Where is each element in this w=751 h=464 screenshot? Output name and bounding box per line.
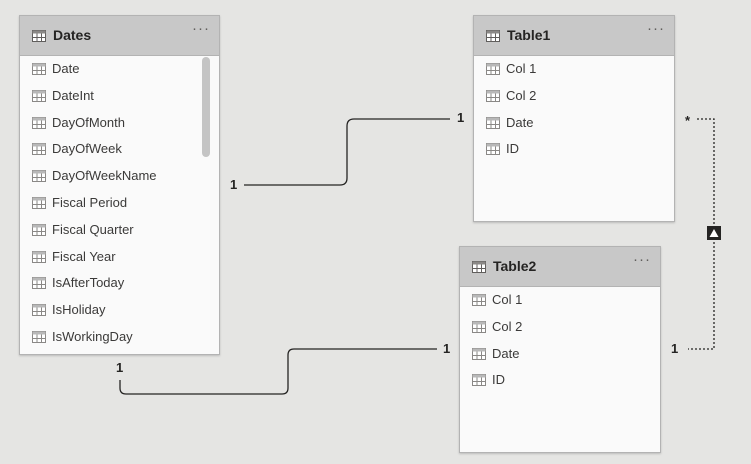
field-row[interactable]: IsWorkingDay bbox=[20, 324, 219, 351]
field-label: DayOfWeekName bbox=[52, 168, 157, 184]
column-icon bbox=[486, 116, 500, 134]
field-label: DayOfMonth bbox=[52, 114, 125, 130]
field-label: Date bbox=[52, 61, 80, 76]
field-row[interactable]: DayOfWeekName bbox=[20, 163, 219, 190]
field-row[interactable]: Col 1 bbox=[474, 56, 674, 83]
column-icon bbox=[32, 89, 46, 107]
field-row[interactable]: DayOfMonth bbox=[20, 110, 219, 137]
field-label: IsAfterToday bbox=[52, 275, 125, 291]
cardinality-label-table1-to-table2: * bbox=[685, 113, 691, 128]
column-icon bbox=[32, 276, 46, 294]
column-icon bbox=[32, 303, 46, 321]
table-title: Table1 bbox=[507, 27, 551, 43]
field-row[interactable]: ID bbox=[460, 367, 660, 394]
field-label: Fiscal Period bbox=[52, 195, 128, 210]
field-label: ID bbox=[492, 372, 505, 388]
field-row[interactable]: Col 2 bbox=[474, 83, 674, 110]
field-row[interactable]: DateInt bbox=[20, 83, 219, 110]
field-row[interactable]: ID bbox=[474, 136, 674, 163]
field-row[interactable]: Fiscal Period bbox=[20, 190, 219, 217]
table-header-table1[interactable]: Table1 ··· bbox=[474, 16, 674, 56]
column-icon bbox=[32, 196, 46, 214]
table-header-table2[interactable]: Table2 ··· bbox=[460, 247, 660, 287]
field-label: Col 2 bbox=[506, 87, 537, 103]
cardinality-label-table2-from-table1: 1 bbox=[671, 341, 679, 356]
cross-filter-arrow-icon[interactable] bbox=[707, 226, 721, 240]
table-header-dates[interactable]: Dates ··· bbox=[20, 16, 219, 56]
scrollbar[interactable] bbox=[202, 57, 210, 157]
column-icon bbox=[32, 142, 46, 160]
column-icon bbox=[32, 169, 46, 187]
field-label: Date bbox=[492, 345, 520, 361]
table-icon bbox=[32, 29, 46, 47]
column-icon bbox=[486, 89, 500, 107]
cardinality-label-dates-to-table2: 1 bbox=[116, 360, 124, 375]
field-label: ID bbox=[506, 141, 519, 157]
column-icon bbox=[486, 142, 500, 160]
column-icon bbox=[472, 373, 486, 391]
cardinality-label-table2-from-dates: 1 bbox=[443, 341, 451, 356]
more-options-icon[interactable]: ··· bbox=[192, 20, 210, 37]
table-icon bbox=[486, 29, 500, 47]
field-label: Fiscal Quarter bbox=[52, 221, 134, 237]
column-icon bbox=[32, 330, 46, 348]
more-options-icon[interactable]: ··· bbox=[647, 20, 665, 37]
field-row[interactable]: Fiscal Year bbox=[20, 244, 219, 271]
field-label: Col 1 bbox=[506, 61, 537, 76]
field-row[interactable]: IsAfterToday bbox=[20, 270, 219, 297]
field-row[interactable]: Col 1 bbox=[460, 287, 660, 314]
cardinality-label-table1-from-dates: 1 bbox=[457, 110, 465, 125]
field-row[interactable]: IsHoliday bbox=[20, 297, 219, 324]
field-label: IsWorkingDay bbox=[52, 329, 133, 344]
relationship-line-dates-table1[interactable] bbox=[244, 118, 450, 186]
cardinality-label-dates-to-table1: 1 bbox=[230, 177, 238, 192]
field-row[interactable]: Date bbox=[460, 341, 660, 368]
field-row[interactable]: Date bbox=[20, 56, 219, 83]
field-row[interactable]: DayOfWeek bbox=[20, 136, 219, 163]
column-icon bbox=[472, 347, 486, 365]
column-icon bbox=[486, 62, 500, 80]
more-options-icon[interactable]: ··· bbox=[633, 251, 651, 268]
field-label: Col 2 bbox=[492, 318, 523, 334]
table-title: Dates bbox=[53, 27, 92, 43]
field-label: IsHoliday bbox=[52, 302, 106, 318]
column-icon bbox=[472, 293, 486, 311]
field-label: Col 1 bbox=[492, 292, 523, 307]
field-label: Date bbox=[506, 114, 534, 130]
column-icon bbox=[32, 116, 46, 134]
field-row[interactable]: Col 2 bbox=[460, 314, 660, 341]
table-title: Table2 bbox=[493, 258, 537, 274]
field-row[interactable]: Fiscal Quarter bbox=[20, 217, 219, 244]
table-icon bbox=[472, 260, 486, 278]
column-icon bbox=[32, 223, 46, 241]
field-label: DateInt bbox=[52, 87, 94, 103]
field-label: DayOfWeek bbox=[52, 141, 122, 157]
column-icon bbox=[32, 250, 46, 268]
field-label: Fiscal Year bbox=[52, 248, 116, 264]
relationship-line-dates-table2[interactable] bbox=[119, 348, 437, 395]
column-icon bbox=[472, 320, 486, 338]
field-row[interactable]: Date bbox=[474, 110, 674, 137]
column-icon bbox=[32, 62, 46, 80]
